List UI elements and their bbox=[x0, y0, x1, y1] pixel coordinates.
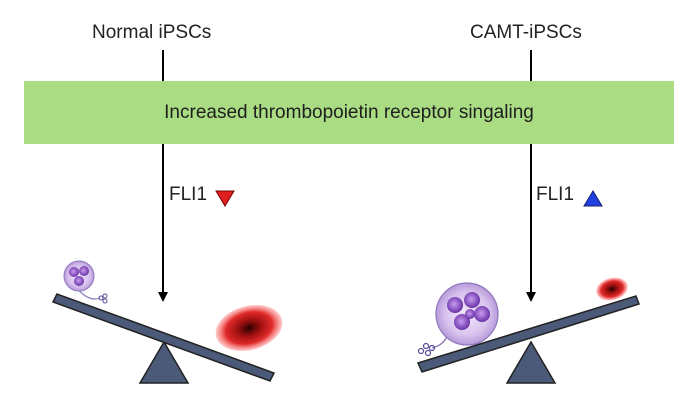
seesaw-left bbox=[51, 293, 276, 384]
megakaryocyte-small bbox=[63, 260, 108, 304]
erythrocyte-large bbox=[215, 304, 283, 352]
fulcrum-right bbox=[505, 340, 557, 384]
tpo-signaling-banner: Increased thrombopoietin receptor singal… bbox=[24, 81, 674, 144]
camt-ipscs-label: CAMT-iPSCs bbox=[470, 22, 582, 43]
erythrocyte-small bbox=[596, 277, 628, 301]
up-triangle-icon bbox=[583, 190, 603, 207]
normal-ipscs-label: Normal iPSCs bbox=[92, 22, 212, 43]
beam-right bbox=[416, 295, 640, 373]
fli1-label-right: FLI1 bbox=[536, 184, 575, 205]
fulcrum-left bbox=[138, 340, 190, 384]
banner-text: Increased thrombopoietin receptor singal… bbox=[164, 101, 534, 123]
fli1-label-left: FLI1 bbox=[169, 184, 208, 205]
down-triangle-icon bbox=[215, 190, 235, 207]
seesaw-right bbox=[416, 295, 640, 384]
megakaryocyte-large bbox=[417, 282, 499, 357]
beam-left bbox=[51, 293, 276, 382]
